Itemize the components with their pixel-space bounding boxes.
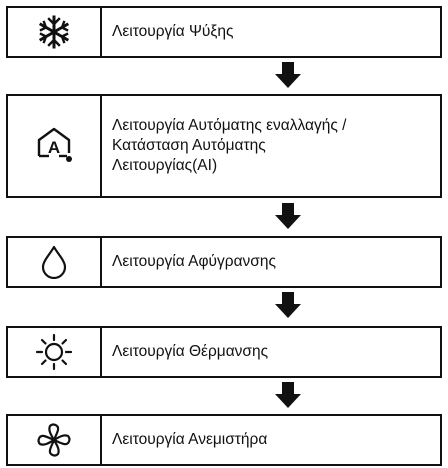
fan-icon xyxy=(37,423,71,457)
mode-label-heating: Λειτουργία Θέρμανσης xyxy=(102,328,440,376)
arrow-down-icon xyxy=(275,203,301,229)
sun-icon xyxy=(35,333,73,371)
mode-label-text: Λειτουργία Αφύγρανσης xyxy=(112,253,276,270)
mode-label-text: Κατάσταση Αυτόματης xyxy=(112,137,266,154)
mode-box-heating: Λειτουργία Θέρμανσης xyxy=(6,326,442,378)
mode-label-text: Λειτουργία Αυτόματης εναλλαγής / xyxy=(112,117,347,134)
mode-label-text: Λειτουργία Ανεμιστήρα xyxy=(112,431,268,448)
mode-label-cooling: Λειτουργία Ψύξης xyxy=(102,8,440,56)
auto-mode-icon: A xyxy=(37,127,72,162)
mode-label-auto: Λειτουργία Αυτόματης εναλλαγής / Κατάστα… xyxy=(102,96,440,196)
icon-cell: A xyxy=(8,96,102,196)
auto-icon-letter: A xyxy=(48,138,60,157)
mode-label-fan: Λειτουργία Ανεμιστήρα xyxy=(102,416,440,464)
mode-label-text: Λειτουργία Ψύξης xyxy=(112,23,234,40)
icon-cell xyxy=(8,8,102,56)
mode-box-fan: Λειτουργία Ανεμιστήρα xyxy=(6,414,442,466)
icon-cell xyxy=(8,238,102,286)
mode-box-auto: A Λειτουργία Αυτόματης εναλλαγής / Κατάσ… xyxy=(6,94,442,198)
arrow-down-icon xyxy=(275,382,301,408)
snowflake-icon xyxy=(38,15,70,49)
mode-label-dry: Λειτουργία Αφύγρανσης xyxy=(102,238,440,286)
mode-box-cooling: Λειτουργία Ψύξης xyxy=(6,6,442,58)
mode-box-dry: Λειτουργία Αφύγρανσης xyxy=(6,236,442,288)
arrow-down-icon xyxy=(275,292,301,318)
water-drop-icon xyxy=(41,245,67,279)
icon-cell xyxy=(8,416,102,464)
mode-label-text: Λειτουργία Θέρμανσης xyxy=(112,343,269,360)
arrow-down-icon xyxy=(275,62,301,88)
icon-cell xyxy=(8,328,102,376)
mode-label-text: Λειτουργίας(AI) xyxy=(112,157,218,174)
